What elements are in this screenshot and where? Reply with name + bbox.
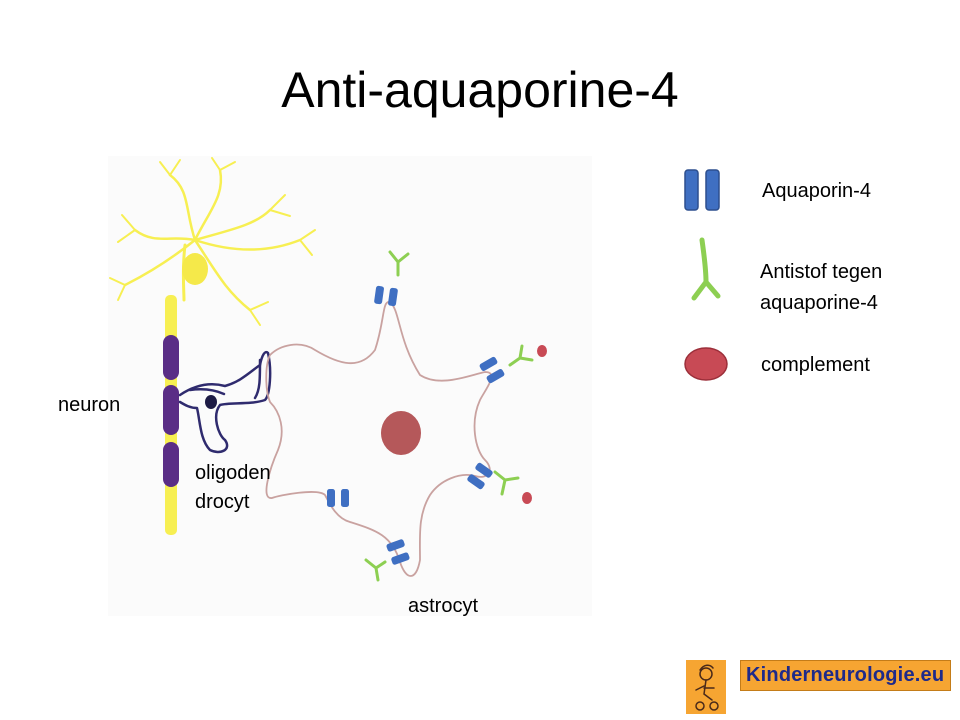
brand-link[interactable]: Kinderneurologie.eu xyxy=(740,660,952,691)
oligodendrocyte xyxy=(178,350,272,454)
legend-antibody-line1: Antistof tegen xyxy=(760,261,883,283)
aquaporin-channel-right-lower xyxy=(467,462,493,490)
complement-molecules xyxy=(522,345,547,504)
antibodies xyxy=(364,250,534,582)
neuron xyxy=(109,157,316,326)
legend-antibody-label: Antistof tegen aquaporine-4 xyxy=(760,257,940,319)
oligodendrocyte-label-line1: oligoden xyxy=(195,462,271,484)
cell-illustration xyxy=(108,156,592,616)
astrocyte-label: astrocyt xyxy=(408,595,479,617)
antibody-y-icon xyxy=(691,237,721,301)
oligodendrocyte-label: oligoden drocyt xyxy=(195,459,305,517)
aquaporin-channel-left xyxy=(327,489,349,507)
antibody-bottom xyxy=(364,558,387,582)
aquaporin-channel-right-upper xyxy=(479,356,505,384)
astrocyte-nucleus xyxy=(381,411,421,455)
legend xyxy=(684,169,728,381)
background-sheet xyxy=(108,156,592,616)
neuron-nucleus xyxy=(182,253,208,285)
neuron-label: neuron xyxy=(58,394,121,416)
aquaporin-channels xyxy=(327,285,505,565)
antibody-top xyxy=(388,250,410,277)
aquaporin-channel-icon xyxy=(684,169,720,211)
child-logo-icon xyxy=(686,660,726,714)
antibody-right-lower xyxy=(493,470,520,496)
myelin-sheaths xyxy=(163,335,179,487)
complement-ellipse-icon xyxy=(684,347,728,381)
antibody-right-upper xyxy=(508,344,534,367)
legend-antibody-line2: aquaporine-4 xyxy=(760,292,878,314)
oligodendrocyte-nucleus xyxy=(205,395,217,409)
aquaporin-channel-top xyxy=(374,285,398,307)
oligodendrocyte-label-line2: drocyt xyxy=(195,491,250,513)
legend-aquaporin-label: Aquaporin-4 xyxy=(762,180,871,202)
legend-complement-label: complement xyxy=(761,354,870,376)
aquaporin-channel-bottom xyxy=(386,539,410,565)
slide-title: Anti-aquaporine-4 xyxy=(281,62,679,118)
